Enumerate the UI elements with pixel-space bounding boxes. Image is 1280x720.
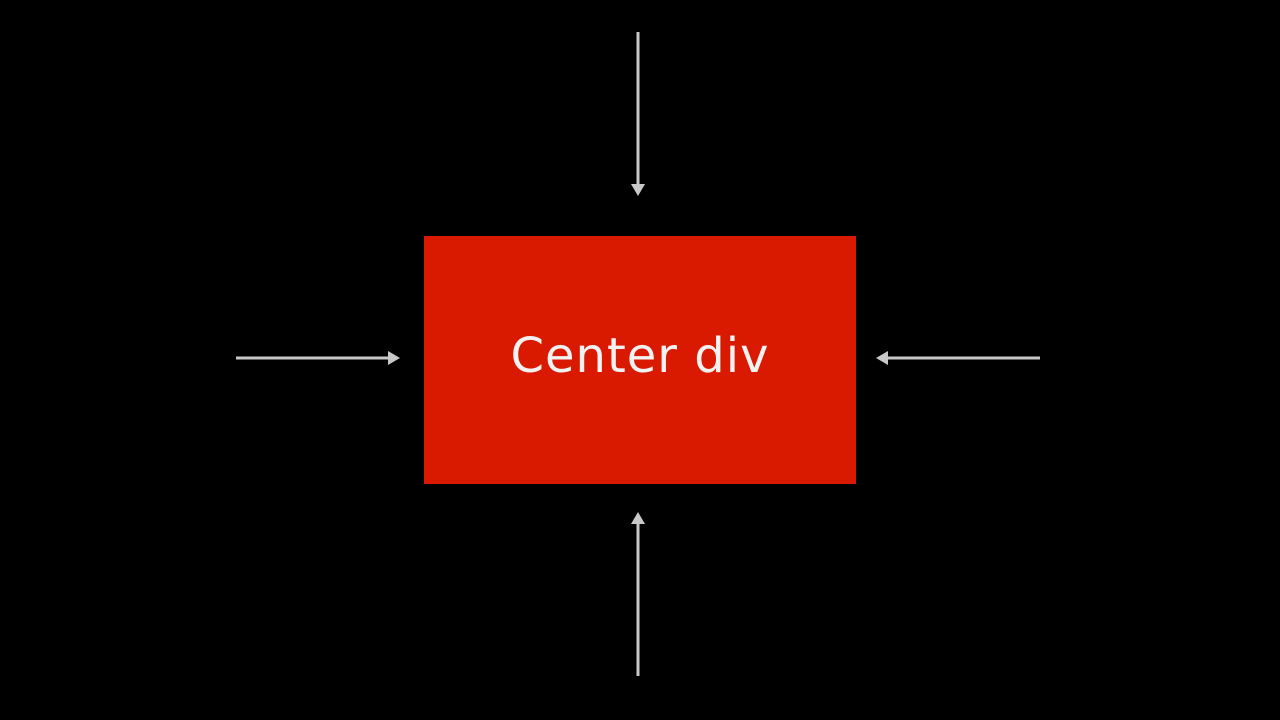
arrow-down-icon: [631, 32, 645, 196]
arrow-left-icon: [876, 351, 1040, 365]
arrow-right-icon: [236, 351, 400, 365]
center-box-label: Center div: [510, 328, 770, 384]
center-box: Center div: [424, 236, 856, 484]
arrow-up-icon: [631, 512, 645, 676]
